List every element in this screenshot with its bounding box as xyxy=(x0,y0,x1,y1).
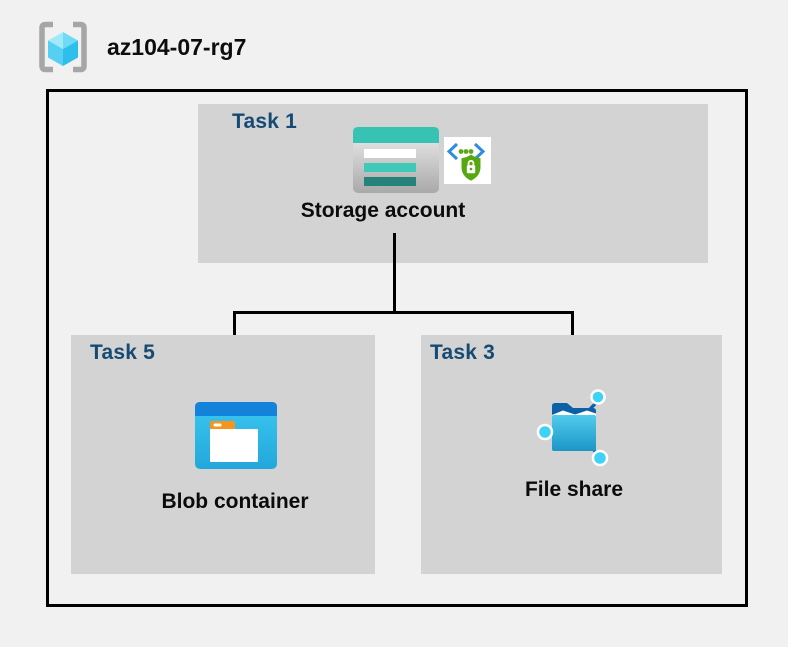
connector-horizontal-bus xyxy=(233,311,574,314)
resource-group-title: az104-07-rg7 xyxy=(107,33,247,60)
connector-storage-trunk xyxy=(393,233,396,313)
task1-label: Task 1 xyxy=(232,110,298,133)
file-share-label: File share xyxy=(524,478,624,501)
task1-group-box: Task 1 Storage account xyxy=(198,104,708,263)
task5-label: Task 5 xyxy=(90,341,156,364)
file-share-icon xyxy=(536,389,609,467)
task3-label: Task 3 xyxy=(430,341,496,364)
resource-group-icon xyxy=(39,21,87,73)
secure-access-badge-icon xyxy=(444,137,491,184)
task5-group-box: Task 5 Blob container xyxy=(71,335,375,574)
storage-account-icon xyxy=(353,127,439,193)
resource-group-frame xyxy=(46,89,748,607)
task3-group-box: Task 3 File share xyxy=(421,335,722,574)
blob-container-icon xyxy=(195,402,277,469)
storage-account-label: Storage account xyxy=(300,199,466,222)
blob-container-label: Blob container xyxy=(161,490,309,513)
resource-group-header: az104-07-rg7 xyxy=(34,18,246,76)
